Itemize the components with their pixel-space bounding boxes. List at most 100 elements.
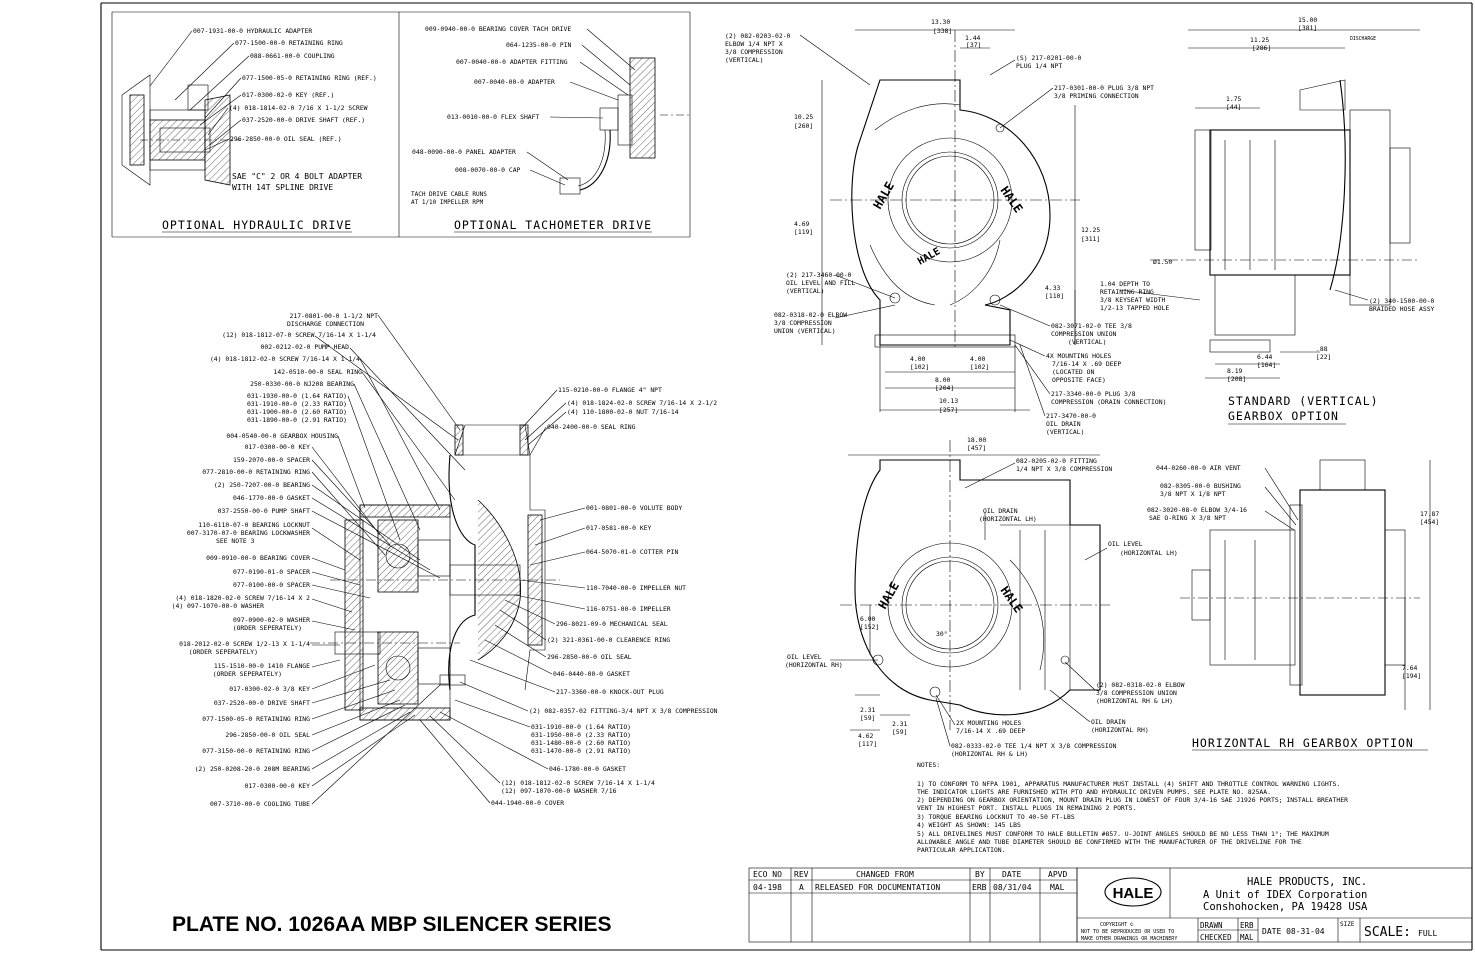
vf-dim-5: [260]: [794, 122, 813, 130]
sec-right-4: 001-0801-00-0 VOLUTE BODY: [586, 504, 682, 512]
hs-label-1: 082-0305-00-0 BUSHING: [1160, 482, 1241, 490]
sec-left-11: 004-0540-00-0 GEARBOX HOUSING: [226, 432, 338, 440]
sec-left-22: 077-0190-01-0 SPACER: [233, 568, 310, 576]
vf-dim-2: 1.44: [965, 34, 981, 42]
hf-label-9: 3/8 COMPRESSION UNION: [1096, 689, 1177, 697]
hf-label-13: OIL DRAIN: [1091, 718, 1126, 726]
svg-text:HALE: HALE: [916, 246, 942, 268]
vf-label-21: 217-3340-00-0 PLUG 3/8: [1051, 390, 1136, 398]
section-leaders-right: [419, 389, 586, 804]
sec-left-1: DISCHARGE CONNECTION: [287, 320, 364, 328]
sec-right-11: 296-2850-00-0 OIL SEAL: [547, 653, 632, 661]
vertical-front-dims: [821, 29, 1076, 412]
vf-dim-8: 12.25: [1081, 226, 1100, 234]
note-8: ALLOWABLE ANGLE AND TUBE DIAMETER SHOULD…: [917, 838, 1302, 846]
note-6: 4) WEIGHT AS SHOWN: 145 LBS: [917, 821, 1021, 829]
rev-header-by: BY: [975, 870, 985, 879]
sec-left-37: (2) 250-0208-20-0 208M BEARING: [195, 765, 311, 773]
notes-block: NOTES: 1) TO CONFORM TO NFPA 1901, APPAR…: [917, 761, 1348, 854]
vf-label-0: (2) 082-0203-02-0: [725, 32, 791, 40]
hf-label-0: 082-0205-02-0 FITTING: [1016, 457, 1097, 465]
hf-label-5: (HORIZONTAL LH): [1120, 549, 1178, 557]
vf-label-15: COMPRESSION UNION: [1051, 330, 1117, 338]
sec-left-34: 077-1500-05-0 RETAINING RING: [202, 715, 310, 723]
hf-label-11: 2X MOUNTING HOLES: [956, 719, 1022, 727]
sec-left-20: SEE NOTE 3: [216, 537, 255, 545]
hf-dim-9: 4.62: [858, 732, 874, 740]
hyd-label-1: 007-1931-00-0 HYDRAULIC ADAPTER: [193, 27, 312, 35]
hf-label-14: (HORIZONTAL RH): [1091, 726, 1149, 734]
vf-dim-13: [102]: [910, 363, 929, 371]
sec-right-13: 217-3360-00-0 KNOCK-OUT PLUG: [556, 688, 664, 696]
sec-left-33: 037-2520-00-0 DRIVE SHAFT: [214, 699, 310, 707]
rev-date: 08/31/04: [993, 883, 1032, 892]
sec-right-2: (4) 110-1800-02-0 NUT 7/16-14: [567, 408, 679, 416]
sec-right-1: (4) 018-1824-02-0 SCREW 7/16-14 X 2-1/2: [567, 399, 717, 407]
vs-label-5: (2) 340-1500-00-0: [1369, 297, 1435, 305]
vf-dim-9: [311]: [1081, 235, 1100, 243]
vf-label-11: 082-0318-02-0 ELBOW: [774, 311, 847, 319]
sec-left-26: 097-0900-02-0 WASHER: [233, 616, 310, 624]
sec-left-7: 031-1930-00-0 (1.64 RATIO): [247, 392, 347, 400]
vertical-front-leaders: [799, 34, 1054, 417]
checked-by: MAL: [1240, 933, 1254, 942]
vertical-front-view: HALE HALE HALE: [830, 30, 1080, 350]
sec-left-29: (ORDER SEPERATELY): [189, 648, 258, 656]
vertical-side-title-2: GEARBOX OPTION: [1228, 409, 1339, 423]
sec-left-19: 007-3170-07-0 BEARING LOCKWASHER: [187, 529, 310, 537]
sec-right-17: 031-1480-00-0 (2.60 RATIO): [531, 739, 631, 747]
vs-label-0: DISCHARGE: [1350, 36, 1376, 42]
vs-label-2: RETAINING RING: [1100, 288, 1154, 296]
hf-dim-6: [59]: [860, 714, 875, 722]
sec-left-13: 159-2070-00-0 SPACER: [233, 456, 310, 464]
vf-label-14: 082-3071-02-0 TEE 3/8: [1051, 322, 1132, 330]
tach-leaders: [526, 28, 636, 186]
sec-right-7: 110-7040-00-0 IMPELLER NUT: [586, 584, 686, 592]
sec-left-2: (12) 018-1812-07-0 SCREW 7/16-14 X 1-1/4: [222, 331, 376, 339]
rev-by: ERB: [972, 883, 987, 892]
hf-dim-10: [117]: [858, 740, 877, 748]
vs-label-3: 3/8 KEYSEAT WIDTH: [1100, 296, 1166, 304]
hs-dim-0: 17.87: [1420, 510, 1439, 518]
vf-label-5: PLUG 1/4 NPT: [1016, 62, 1062, 70]
sec-left-23: 077-0100-00-0 SPACER: [233, 581, 310, 589]
note-3: 2) DEPENDING ON GEARBOX ORIENTATION, MOU…: [917, 796, 1348, 804]
vf-label-23: 217-3470-00-0: [1046, 412, 1096, 420]
rev-changed: RELEASED FOR DOCUMENTATION: [815, 883, 940, 892]
drawn-by: ERB: [1240, 921, 1254, 930]
sec-right-20: (12) 018-1812-02-0 SCREW 7/16-14 X 1-1/4: [501, 779, 655, 787]
hyd-label-8: 296-2850-00-0 OIL SEAL (REF.): [230, 135, 342, 143]
sec-right-18: 031-1470-00-0 (2.91 RATIO): [531, 747, 631, 755]
sec-left-24: (4) 018-1820-02-0 SCREW 7/16-14 X 2: [175, 594, 310, 602]
hf-dim-8: [59]: [892, 728, 907, 736]
sec-left-6: 250-0330-00-0 NJ208 BEARING: [250, 380, 354, 388]
hale-logo: HALE: [1113, 885, 1154, 902]
vf-label-6: 217-0301-00-0 PLUG 3/8 NPT: [1054, 84, 1154, 92]
tach-label-3: 007-0040-00-0 ADAPTER FITTING: [456, 58, 568, 66]
hyd-label-7: 037-2520-00-0 DRIVE SHAFT (REF.): [242, 116, 365, 124]
sec-right-14: (2) 082-0357-02 FITTING-3/4 NPT X 3/8 CO…: [529, 707, 718, 715]
hf-label-2: OIL DRAIN: [983, 507, 1018, 515]
rev-apvd: MAL: [1050, 883, 1065, 892]
sec-right-10: (2) 321-0361-00-0 CLEARENCE RING: [547, 636, 670, 644]
option-panels-frame: [111, 11, 691, 238]
vf-dim-17: [204]: [935, 384, 954, 392]
sec-left-35: 296-2850-00-0 OIL SEAL: [225, 731, 310, 739]
note-1: 1) TO CONFORM TO NFPA 1901, APPARATUS MA…: [917, 780, 1340, 788]
hf-label-4: OIL LEVEL: [1108, 540, 1143, 548]
vf-label-1: ELBOW 1/4 NPT X: [725, 40, 783, 48]
vs-dim-10: [208]: [1227, 375, 1246, 383]
vertical-side-leaders: [1119, 289, 1369, 301]
sec-right-16: 031-1950-00-0 (2.33 RATIO): [531, 731, 631, 739]
vf-label-25: (VERTICAL): [1046, 428, 1084, 436]
rev-header-date: DATE: [1002, 870, 1021, 879]
vf-dim-3: [37]: [966, 41, 981, 49]
sec-left-38: 017-0300-00-0 KEY: [245, 782, 311, 790]
svg-text:HALE: HALE: [870, 179, 897, 211]
sec-right-22: 044-1940-00-0 COVER: [491, 799, 564, 807]
vf-label-16: (VERTICAL): [1068, 338, 1106, 346]
horizontal-side-title: HORIZONTAL RH GEARBOX OPTION: [1192, 736, 1414, 750]
sheet-border: [100, 2, 1473, 951]
vertical-side-title-1: STANDARD (VERTICAL): [1228, 394, 1379, 408]
vf-label-19: (LOCATED ON: [1052, 368, 1094, 376]
